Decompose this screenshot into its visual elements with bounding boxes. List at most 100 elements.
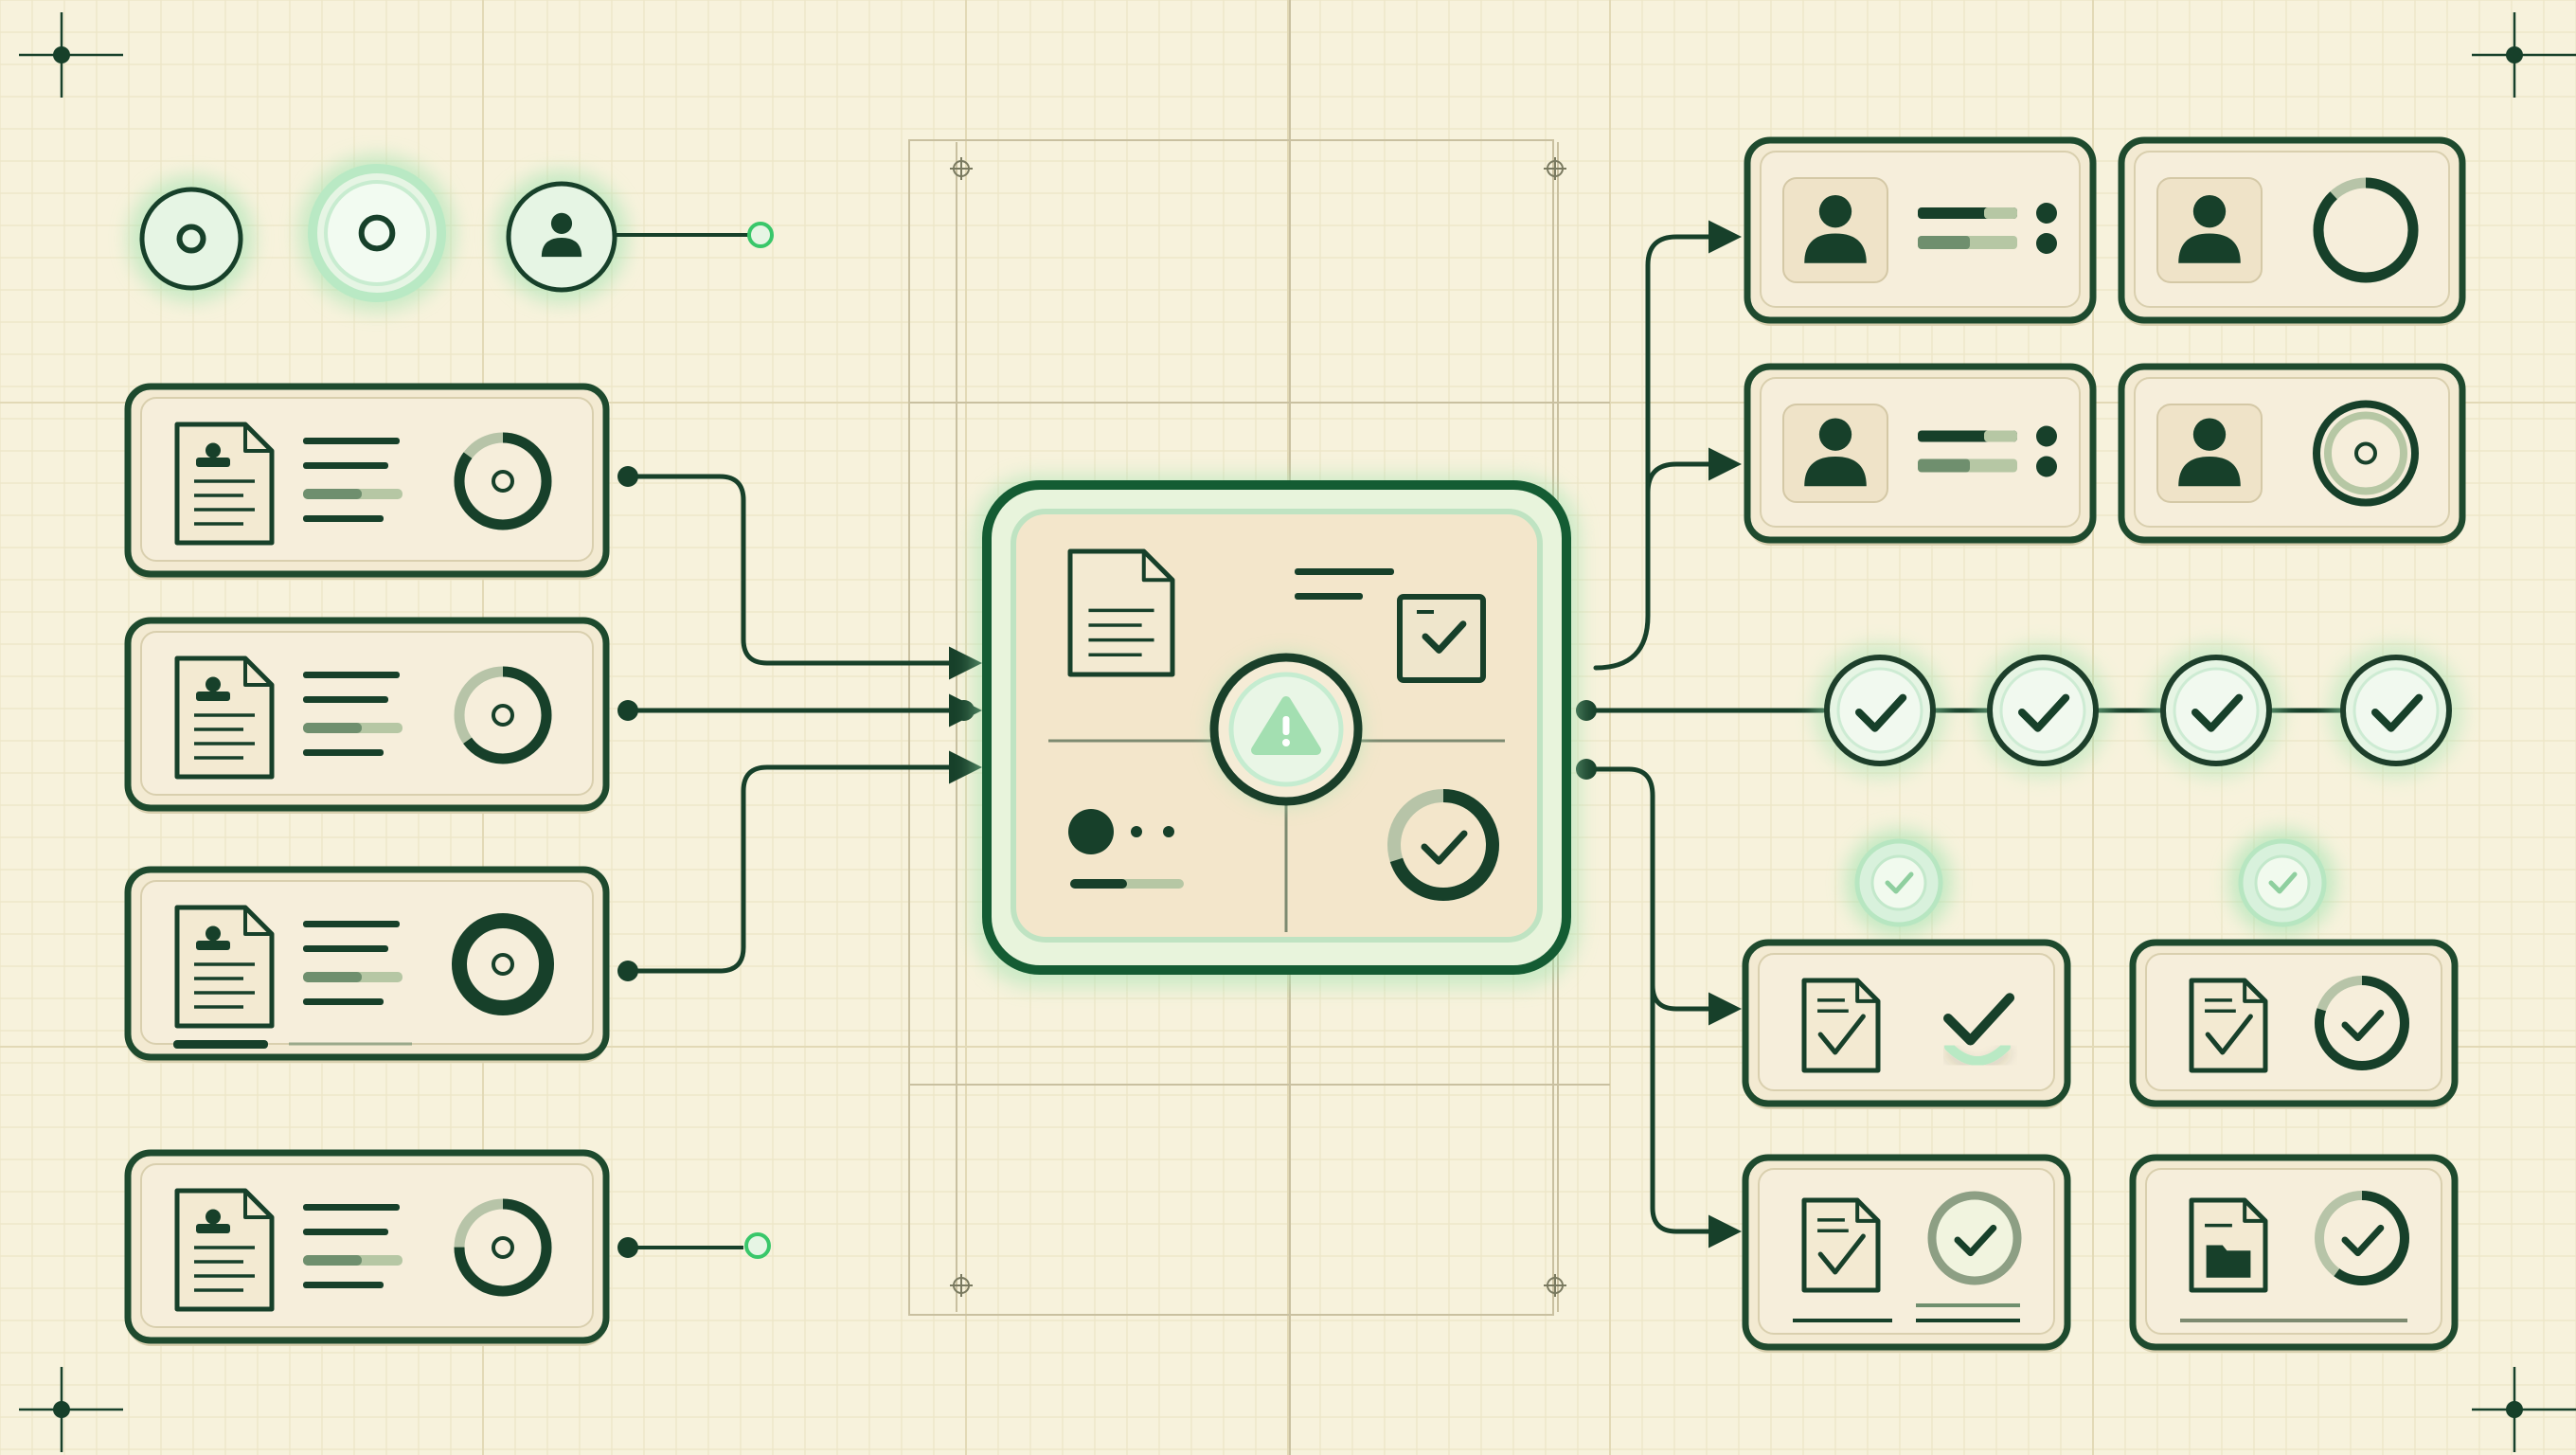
user-card[interactable] xyxy=(1744,136,2097,326)
ring-fill xyxy=(2315,1191,2409,1285)
text-bar xyxy=(1295,593,1363,600)
document-home-icon xyxy=(174,656,275,780)
document-fold xyxy=(243,424,272,453)
text-bar xyxy=(303,998,384,1005)
user-icon xyxy=(1804,195,1867,263)
result-card[interactable] xyxy=(2129,939,2459,1109)
check-icon xyxy=(2268,871,2298,894)
crosshair-dot xyxy=(53,1401,70,1418)
target-ring xyxy=(2313,400,2419,507)
ring-fill xyxy=(454,666,552,764)
document-avatar xyxy=(206,676,221,692)
status-indicator[interactable] xyxy=(129,176,254,301)
result-card[interactable] xyxy=(2129,1154,2459,1353)
user-card[interactable] xyxy=(2118,136,2466,326)
check-icon xyxy=(1421,830,1468,865)
check-icon xyxy=(1422,620,1467,654)
result-card[interactable] xyxy=(1742,1154,2071,1353)
document-outline xyxy=(174,656,275,780)
status-dot xyxy=(1163,826,1174,837)
approval-step[interactable] xyxy=(1814,644,1946,777)
crosshair-dot xyxy=(53,46,70,63)
ring-fill xyxy=(454,1198,552,1297)
badge-inner xyxy=(2254,854,2311,911)
ring-center xyxy=(492,470,514,493)
progress-ring xyxy=(452,913,554,1015)
avatar-tile xyxy=(2156,177,2263,283)
user-head xyxy=(2192,195,2227,228)
user-icon xyxy=(1804,418,1867,487)
ring-fill xyxy=(454,432,552,530)
status-indicator[interactable] xyxy=(495,171,628,303)
user-head xyxy=(1818,418,1852,451)
approval-step[interactable] xyxy=(2330,644,2462,777)
floating-check-badges xyxy=(1846,830,2335,936)
document-avatar xyxy=(196,692,230,701)
document-avatar xyxy=(196,941,230,950)
text-bar xyxy=(303,438,400,444)
central-hub[interactable] xyxy=(974,476,1580,987)
check-icon xyxy=(1855,693,1907,732)
step-inner xyxy=(2352,667,2440,754)
document-icon xyxy=(1067,548,1175,677)
input-card[interactable] xyxy=(124,617,610,814)
target-ring xyxy=(2324,411,2407,495)
input-card[interactable] xyxy=(124,383,610,580)
text-bar xyxy=(1984,430,2017,442)
check-ring xyxy=(1387,789,1499,901)
text-bar xyxy=(303,672,400,678)
alert-exclamation xyxy=(1282,739,1290,746)
menu-dot xyxy=(2036,456,2057,477)
status-indicator[interactable] xyxy=(299,155,455,311)
indicator-ring xyxy=(139,187,243,291)
progress-ring xyxy=(454,1198,552,1297)
connector-arrow xyxy=(625,750,982,974)
check-icon xyxy=(2371,693,2424,732)
approval-step[interactable] xyxy=(2150,644,2282,777)
text-bar xyxy=(303,515,384,522)
status-connector xyxy=(616,222,774,248)
text-bar xyxy=(303,921,400,927)
user-card[interactable] xyxy=(1744,363,2097,546)
user-icon xyxy=(2178,195,2241,263)
checkbox-icon xyxy=(1397,594,1486,683)
approval-chain xyxy=(1814,644,2462,777)
connector-endpoint xyxy=(747,222,774,248)
check-icon xyxy=(1885,871,1914,894)
text-bar xyxy=(1918,458,1970,473)
target-dot-icon xyxy=(176,224,206,254)
document-fold xyxy=(243,907,272,936)
user-body xyxy=(2178,457,2241,487)
user-head xyxy=(2192,418,2227,451)
document-fold xyxy=(1855,980,1878,1003)
input-card[interactable] xyxy=(124,1149,610,1346)
menu-dot xyxy=(2036,203,2057,224)
approval-step[interactable] xyxy=(1977,644,2109,777)
check-glow xyxy=(1944,1042,2011,1066)
document-outline xyxy=(174,905,275,1029)
connector-endpoint xyxy=(744,1232,771,1259)
user-head xyxy=(1818,195,1852,228)
document-fold xyxy=(243,1191,272,1219)
user-card[interactable] xyxy=(2118,363,2466,546)
document-avatar xyxy=(196,458,230,467)
connector-arrow xyxy=(1650,982,1742,1248)
user-icon xyxy=(541,212,582,258)
text-bar xyxy=(303,1204,400,1211)
user-head xyxy=(550,212,573,234)
ring-center xyxy=(492,704,514,727)
crosshair-dot xyxy=(2506,1401,2523,1418)
result-card[interactable] xyxy=(1742,939,2071,1109)
user-body xyxy=(541,238,582,258)
text-bar xyxy=(303,749,384,756)
document-outline xyxy=(174,1188,275,1312)
check-icon xyxy=(1943,993,2015,1046)
text-bar xyxy=(1295,568,1394,575)
document-user-icon xyxy=(174,905,275,1029)
input-card-column xyxy=(124,383,610,1346)
input-card[interactable] xyxy=(124,866,610,1063)
alert-exclamation xyxy=(1282,716,1290,735)
text-bar xyxy=(303,489,362,499)
document-check-icon xyxy=(1801,978,1881,1073)
ring-fill xyxy=(1387,789,1499,901)
